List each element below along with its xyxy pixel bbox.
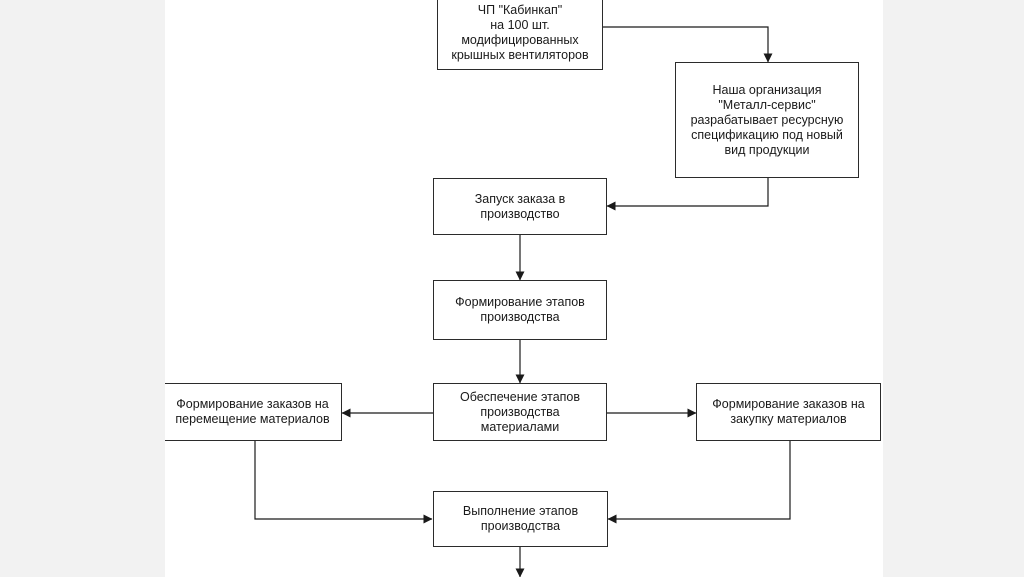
node-order-label: ЧП "Кабинкап" на 100 шт. модифицированны… — [451, 3, 589, 62]
node-launch-label: Запуск заказа в производство — [474, 191, 566, 221]
node-launch: Запуск заказа в производство — [433, 178, 607, 235]
edges-layer — [254, 26, 791, 577]
node-purchase: Формирование заказов на закупку материал… — [696, 383, 881, 441]
node-execute-label: Выполнение этапов производства — [462, 504, 579, 533]
node-move: Формирование заказов на перемещение мате… — [165, 383, 342, 441]
edge-purchase-to-execute — [607, 441, 791, 524]
edge-move-to-execute — [254, 441, 433, 524]
edge-order-to-spec — [603, 26, 773, 63]
node-spec: Наша организация "Металл-сервис" разраба… — [675, 62, 859, 178]
node-execute: Выполнение этапов производства — [433, 491, 608, 547]
node-move-label: Формирование заказов на перемещение мате… — [175, 397, 330, 426]
diagram-canvas: ЧП "Кабинкап" на 100 шт. модифицированны… — [165, 0, 883, 577]
node-purchase-label: Формирование заказов на закупку материал… — [712, 397, 865, 426]
node-stages: Формирование этапов производства — [433, 280, 607, 340]
node-supply-label: Обеспечение этапов производства материал… — [459, 389, 581, 434]
node-supply: Обеспечение этапов производства материал… — [433, 383, 607, 441]
node-order: ЧП "Кабинкап" на 100 шт. модифицированны… — [437, 0, 603, 70]
edge-spec-to-launch — [606, 178, 769, 211]
node-stages-label: Формирование этапов производства — [455, 295, 585, 324]
node-spec-label: Наша организация "Металл-сервис" разраба… — [690, 82, 844, 157]
